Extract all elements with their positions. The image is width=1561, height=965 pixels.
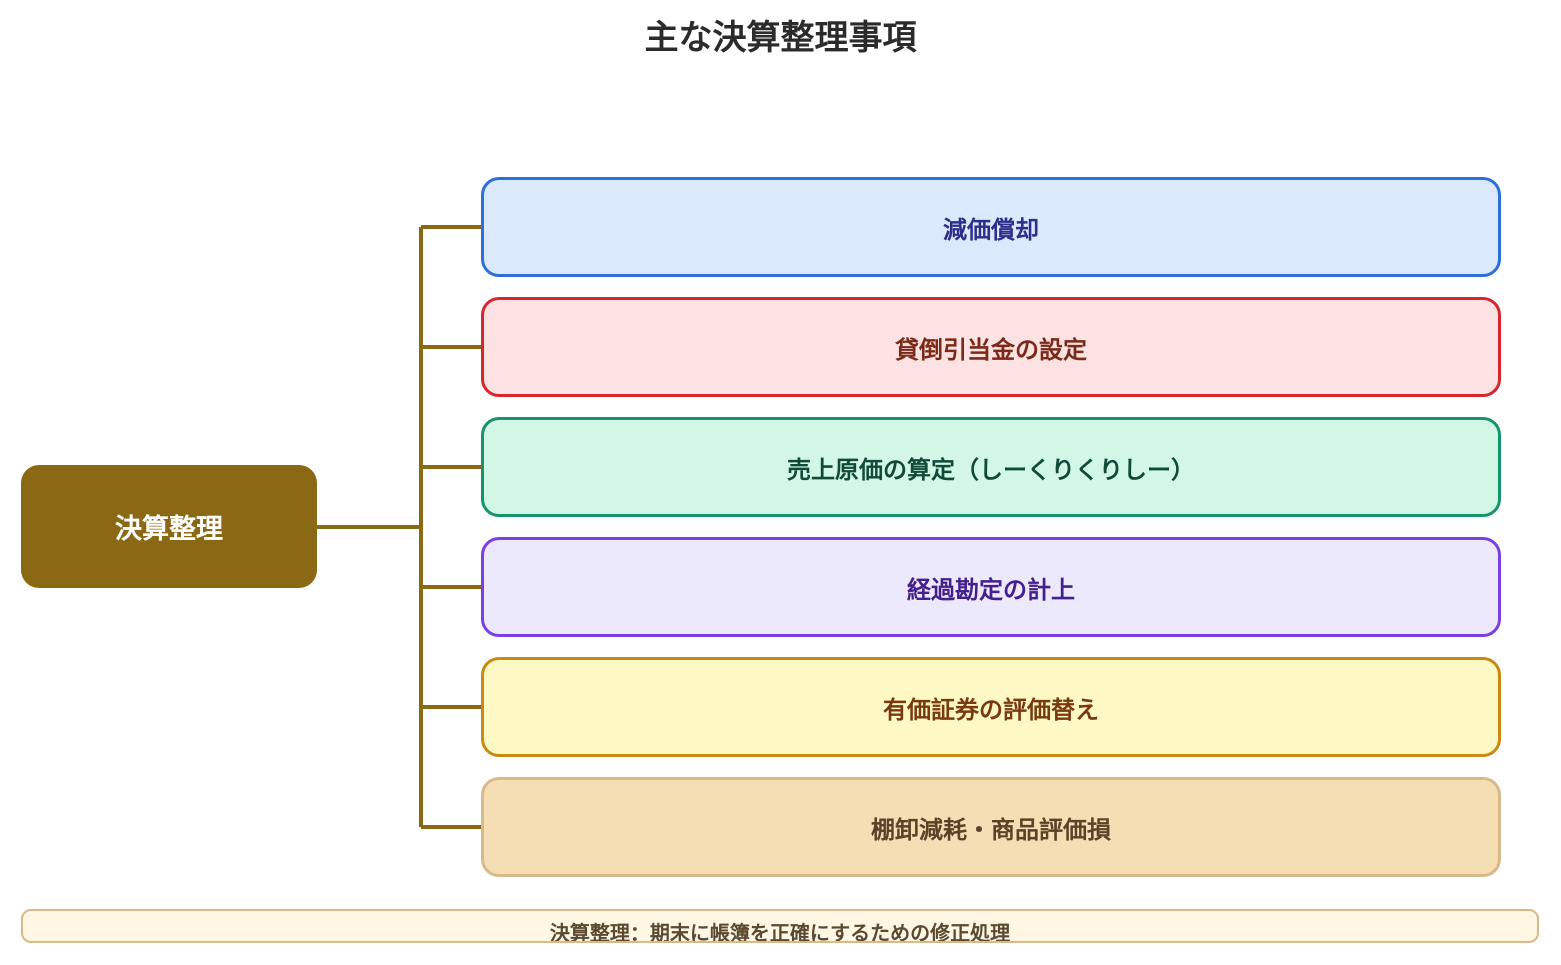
item-label: 有価証券の評価替え bbox=[883, 695, 1099, 724]
diagram-title: 主な決算整理事項 bbox=[644, 18, 917, 58]
item-box-4: 経過勘定の計上 bbox=[481, 537, 1501, 637]
item-box-6: 棚卸減耗・商品評価損 bbox=[481, 777, 1501, 877]
item-label: 減価償却 bbox=[943, 215, 1039, 244]
item-box-2: 貸倒引当金の設定 bbox=[481, 297, 1501, 397]
item-label: 売上原価の算定（しーくりくりしー） bbox=[787, 455, 1195, 484]
item-label: 棚卸減耗・商品評価損 bbox=[871, 815, 1111, 844]
item-box-3: 売上原価の算定（しーくりくりしー） bbox=[481, 417, 1501, 517]
item-box-1: 減価償却 bbox=[481, 177, 1501, 277]
root-node-label: 決算整理 bbox=[115, 514, 223, 545]
item-box-5: 有価証券の評価替え bbox=[481, 657, 1501, 757]
footer-note: 決算整理：期末に帳簿を正確にするための修正処理 bbox=[21, 909, 1539, 943]
item-label: 経過勘定の計上 bbox=[907, 575, 1075, 604]
root-node: 決算整理 bbox=[21, 465, 317, 588]
item-label: 貸倒引当金の設定 bbox=[895, 335, 1087, 364]
